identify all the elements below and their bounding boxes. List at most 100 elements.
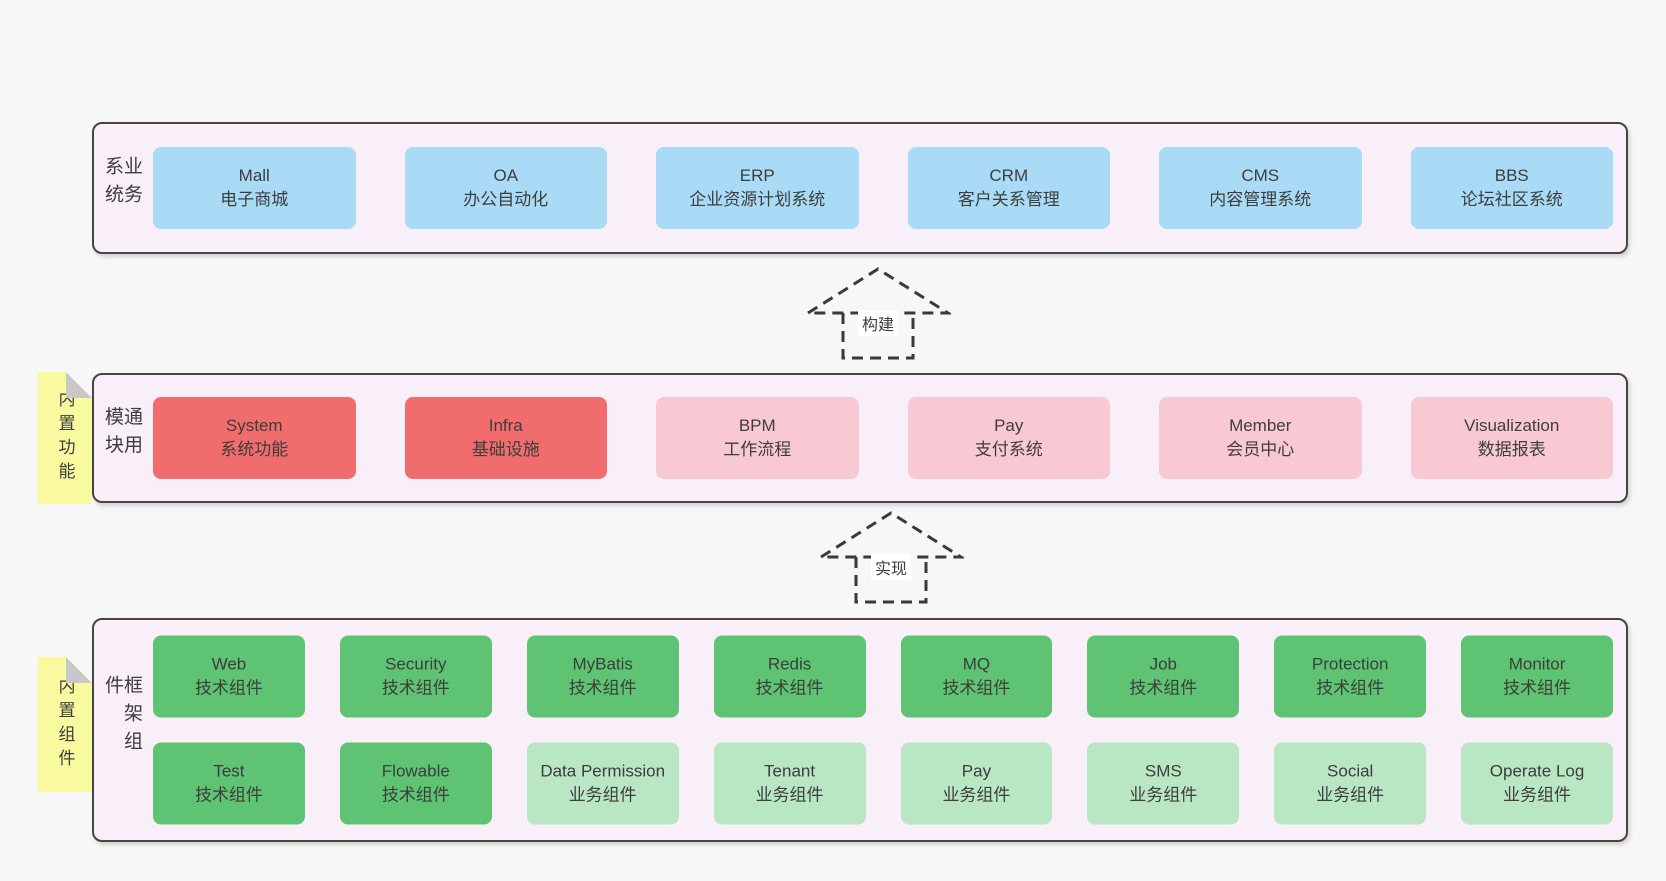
node-subtitle: 业务组件 — [1316, 785, 1385, 805]
node-title: Mall — [238, 166, 270, 185]
node-subtitle: 业务组件 — [1129, 785, 1198, 805]
node-title: Visualization — [1464, 416, 1560, 435]
node-title: Infra — [488, 416, 523, 435]
node-flowable: Flowable 技术组件 — [339, 742, 492, 825]
node-infra: Infra 基础设施 — [404, 397, 607, 479]
node-member: Member 会员中心 — [1159, 397, 1362, 479]
node-social: Social 业务组件 — [1274, 742, 1427, 825]
node-subtitle: 工作流程 — [723, 440, 792, 459]
node-title: Security — [385, 654, 447, 674]
node-title: ERP — [739, 166, 775, 185]
node-subtitle: 业务组件 — [942, 785, 1011, 805]
node-crm: CRM 客户关系管理 — [907, 147, 1110, 229]
layer-business-systems: 业务系统 Mall 电子商城 OA 办公自动化 ERP 企业资源计划系统 CRM… — [92, 122, 1628, 254]
node-title: OA — [493, 166, 519, 185]
node-web: Web 技术组件 — [153, 635, 305, 718]
node-subtitle: 技术组件 — [1503, 678, 1572, 698]
node-mq: MQ 技术组件 — [900, 635, 1053, 718]
node-mall: Mall 电子商城 — [153, 147, 356, 229]
layer-framework-components: 内置组件 框架组件 Web 技术组件 Security 技术组件 MyBatis… — [92, 618, 1628, 842]
node-subtitle: 技术组件 — [194, 785, 263, 805]
node-subtitle: 技术组件 — [381, 678, 450, 698]
node-tenant: Tenant 业务组件 — [713, 742, 866, 825]
node-subtitle: 系统功能 — [220, 440, 289, 459]
node-subtitle: 基础设施 — [471, 440, 540, 459]
node-subtitle: 技术组件 — [194, 678, 263, 698]
layer-label-common-modules: 通用模块 — [102, 406, 142, 463]
node-subtitle: 技术组件 — [942, 678, 1011, 698]
node-title: MQ — [962, 654, 991, 674]
node-test: Test 技术组件 — [153, 742, 305, 825]
node-subtitle: 业务组件 — [1503, 785, 1572, 805]
sticky-note-built-in-functions: 内置功能 — [38, 372, 92, 504]
node-job: Job 技术组件 — [1087, 635, 1240, 718]
node-subtitle: 企业资源计划系统 — [689, 190, 826, 209]
node-title: Flowable — [381, 761, 450, 781]
node-protection: Protection 技术组件 — [1274, 635, 1427, 718]
node-sms: SMS 业务组件 — [1087, 742, 1240, 825]
node-title: Pay — [961, 761, 992, 781]
layer-label-framework-components: 框架组件 — [102, 675, 142, 759]
node-subtitle: 业务组件 — [568, 785, 637, 805]
node-title: Member — [1229, 416, 1292, 435]
node-subtitle: 技术组件 — [1129, 678, 1198, 698]
node-erp: ERP 企业资源计划系统 — [656, 147, 859, 229]
layer-common-modules: 内置功能 通用模块 System 系统功能 Infra 基础设施 BPM 工作流… — [92, 373, 1628, 503]
node-title: CRM — [989, 166, 1029, 185]
node-title: SMS — [1144, 761, 1182, 781]
node-title: Pay — [994, 416, 1024, 435]
node-monitor: Monitor 技术组件 — [1461, 635, 1613, 718]
node-title: Protection — [1311, 654, 1389, 674]
node-title: Data Permission — [540, 761, 666, 781]
common-modules-node-grid: System 系统功能 Infra 基础设施 BPM 工作流程 Pay 支付系统… — [153, 397, 1613, 479]
node-bpm: BPM 工作流程 — [656, 397, 859, 479]
node-title: Web — [211, 654, 247, 674]
business-systems-node-grid: Mall 电子商城 OA 办公自动化 ERP 企业资源计划系统 CRM 客户关系… — [153, 147, 1613, 229]
node-cms: CMS 内容管理系统 — [1159, 147, 1362, 229]
sticky-note-label: 内置组件 — [55, 676, 75, 773]
node-subtitle: 技术组件 — [1316, 678, 1385, 698]
sticky-note-built-in-components: 内置组件 — [38, 657, 92, 792]
node-subtitle: 客户关系管理 — [957, 190, 1060, 209]
node-title: Operate Log — [1489, 761, 1585, 781]
node-title: BPM — [738, 416, 776, 435]
node-subtitle: 内容管理系统 — [1209, 190, 1312, 209]
node-subtitle: 办公自动化 — [463, 190, 549, 209]
node-data-permission: Data Permission 业务组件 — [526, 742, 679, 825]
node-subtitle: 电子商城 — [220, 190, 289, 209]
node-subtitle: 技术组件 — [755, 678, 824, 698]
node-title: System — [225, 416, 283, 435]
sticky-note-label: 内置功能 — [55, 390, 75, 486]
node-operate-log: Operate Log 业务组件 — [1461, 742, 1613, 825]
node-subtitle: 技术组件 — [381, 785, 450, 805]
node-subtitle: 会员中心 — [1226, 440, 1295, 459]
node-subtitle: 支付系统 — [974, 440, 1043, 459]
node-title: MyBatis — [572, 654, 633, 674]
node-title: Job — [1149, 654, 1178, 674]
layer-label-business-systems: 业务系统 — [102, 156, 142, 212]
node-title: BBS — [1494, 166, 1529, 185]
node-pay-component: Pay 业务组件 — [900, 742, 1053, 825]
node-visualization: Visualization 数据报表 — [1410, 397, 1613, 479]
implement-arrow-label: 实现 — [870, 554, 912, 580]
node-subtitle: 论坛社区系统 — [1460, 190, 1563, 209]
node-system: System 系统功能 — [153, 397, 356, 479]
node-redis: Redis 技术组件 — [713, 635, 866, 718]
node-title: CMS — [1241, 166, 1280, 185]
implement-arrow: 实现 — [818, 510, 964, 606]
node-title: Test — [213, 761, 245, 781]
build-arrow: 构建 — [805, 266, 951, 362]
node-title: Social — [1327, 761, 1374, 781]
node-security: Security 技术组件 — [339, 635, 492, 718]
node-mybatis: MyBatis 技术组件 — [526, 635, 679, 718]
node-title: Monitor — [1508, 654, 1566, 674]
node-title: Tenant — [764, 761, 816, 781]
node-bbs: BBS 论坛社区系统 — [1410, 147, 1613, 229]
framework-components-node-grid: Web 技术组件 Security 技术组件 MyBatis 技术组件 Redi… — [153, 635, 1613, 825]
node-subtitle: 数据报表 — [1477, 440, 1546, 459]
node-subtitle: 业务组件 — [755, 785, 824, 805]
node-title: Redis — [767, 654, 812, 674]
node-oa: OA 办公自动化 — [404, 147, 607, 229]
build-arrow-label: 构建 — [857, 310, 899, 336]
node-subtitle: 技术组件 — [568, 678, 637, 698]
